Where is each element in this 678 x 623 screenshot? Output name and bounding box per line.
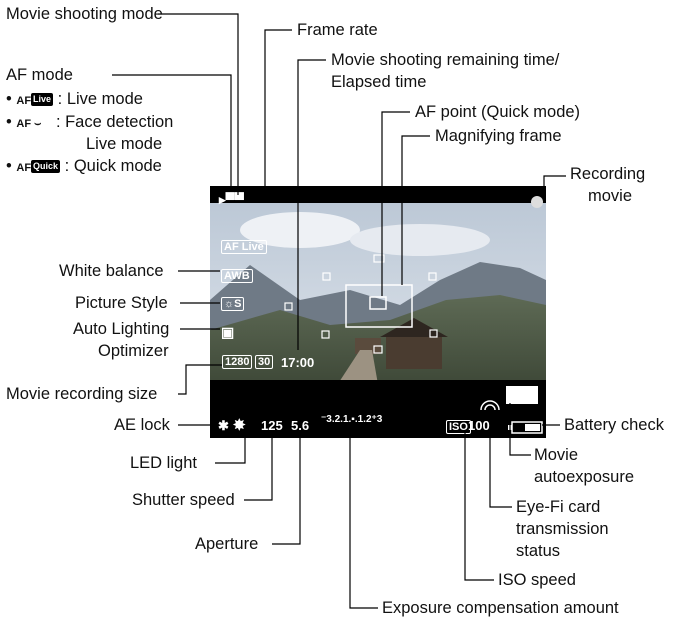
iso-label: ISO xyxy=(446,420,471,434)
bullet: • xyxy=(6,90,12,108)
label-recording-movie-1: Recording xyxy=(570,165,646,183)
alo-icon: ▣ xyxy=(221,324,235,340)
label-iso-speed: ISO speed xyxy=(498,571,576,589)
label-magnifying-frame: Magnifying frame xyxy=(435,127,562,145)
led-light-icon: ✸ xyxy=(233,417,246,434)
af-quick-icon: AF xyxy=(16,162,32,174)
label-quick-mode: : Quick mode xyxy=(64,157,162,175)
label-movie-autoexposure-1: Movie xyxy=(534,446,579,464)
shutter-readout: 125 xyxy=(261,418,283,433)
picture-style-text: ☼S xyxy=(221,297,245,311)
af-live-badge: Live xyxy=(31,93,54,107)
label-white-balance: White balance xyxy=(59,262,164,280)
label-live-mode: : Live mode xyxy=(57,90,143,108)
label-aperture: Aperture xyxy=(195,535,259,553)
af-live-indicator: AF Live xyxy=(221,239,267,255)
label-af-mode: AF mode xyxy=(6,66,73,84)
label-ae-lock: AE lock xyxy=(114,416,170,434)
label-face-detection-1: : Face detection xyxy=(55,113,174,131)
label-face-detection-2: Live mode xyxy=(86,135,163,153)
label-remaining-time-2: Elapsed time xyxy=(331,73,427,91)
awb-indicator: AWB xyxy=(221,268,253,284)
size-text: 1280 xyxy=(222,355,253,369)
label-movie-shooting-mode: Movie shooting mode xyxy=(6,5,163,23)
label-shutter-speed: Shutter speed xyxy=(132,491,235,509)
label-movie-autoexposure-2: autoexposure xyxy=(534,468,634,486)
label-eyefi-1: Eye-Fi card xyxy=(516,498,601,516)
label-frame-rate: Frame rate xyxy=(297,21,378,39)
label-battery-check: Battery check xyxy=(564,416,664,434)
label-alo-1: Auto Lighting xyxy=(73,320,170,338)
picture-style-indicator: ☼S xyxy=(221,296,245,312)
label-alo-2: Optimizer xyxy=(98,342,169,360)
time-readout: 17:00 xyxy=(281,355,315,370)
awb-text: AWB xyxy=(221,269,253,283)
label-eyefi-3: status xyxy=(516,542,561,560)
fps-text: 30 xyxy=(255,355,274,369)
movie-mode-icon: ▸▀▀ xyxy=(219,192,244,207)
ae-lock-icon: ✱ xyxy=(218,418,229,433)
size-indicator: 1280 xyxy=(222,354,253,370)
label-eyefi-2: transmission xyxy=(516,520,609,538)
iso-indicator: ISO xyxy=(446,419,471,435)
bullet: • xyxy=(6,113,12,131)
label-exposure-comp: Exposure compensation amount xyxy=(382,599,619,617)
label-recording-movie-2: movie xyxy=(588,187,633,205)
label-af-point: AF point (Quick mode) xyxy=(415,103,581,121)
af-live-text: AF Live xyxy=(221,240,267,254)
af-mode-face: • AF ⌣ : Face detection xyxy=(6,111,173,135)
exposure-scale: ⁻3.2.1.▪.1.2⁺3 xyxy=(321,414,383,425)
af-quick-badge: Quick xyxy=(31,160,61,174)
label-picture-style: Picture Style xyxy=(75,294,168,312)
label-led-light: LED light xyxy=(130,454,197,472)
af-live-icon: AF xyxy=(16,95,32,107)
bullet: • xyxy=(6,157,12,175)
aperture-readout: 5.6 xyxy=(291,418,310,433)
af-face-icon: AF ⌣ xyxy=(16,118,42,130)
label-recording-size: Movie recording size xyxy=(6,385,158,403)
fps-indicator: 30 xyxy=(255,354,274,370)
iso-readout: 100 xyxy=(468,418,490,433)
label-remaining-time-1: Movie shooting remaining time/ xyxy=(331,51,560,69)
